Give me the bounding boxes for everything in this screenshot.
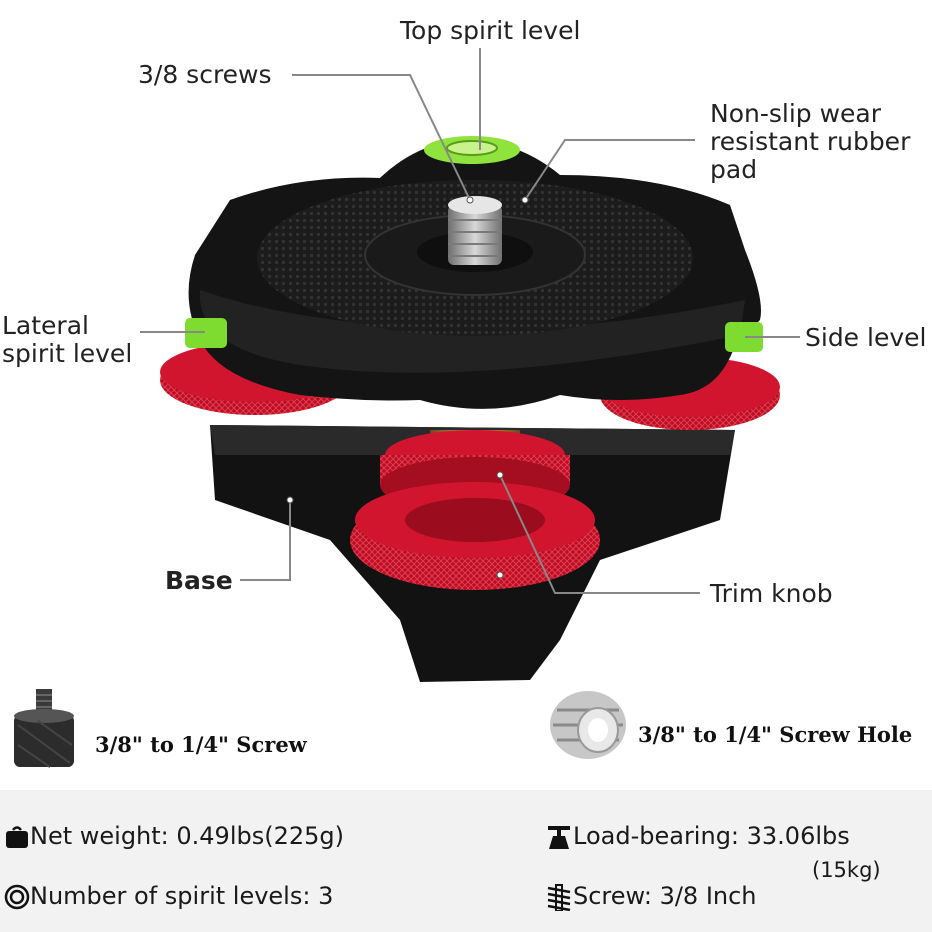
spec-load-bearing: Load-bearing: 33.06lbs — [545, 822, 850, 851]
callout-trim-knob: Trim knob — [710, 579, 833, 608]
top-plate — [188, 140, 762, 409]
callout-rubber-pad: Non-slip wear resistant rubber pad — [710, 99, 911, 184]
callout-base: Base — [165, 566, 233, 595]
screw-thread-icon — [547, 884, 571, 911]
specs-panel: Net weight: 0.49lbs(225g) Load-bearing: … — [0, 790, 932, 932]
load-bearing-icon — [548, 826, 570, 849]
callout-side-level: Side level — [805, 323, 927, 352]
spec-load-bearing-text: Load-bearing: 33.06lbs — [573, 822, 850, 850]
spec-screw-text: Screw: 3/8 Inch — [573, 882, 757, 910]
spec-screw: Screw: 3/8 Inch — [545, 882, 757, 911]
side-level-vial — [725, 322, 763, 352]
spec-spirit-levels: Number of spirit levels: 3 — [4, 882, 333, 910]
lateral-level-vial — [185, 318, 227, 348]
spirit-level-icon — [4, 884, 30, 910]
callout-screws: 3/8 screws — [138, 60, 272, 89]
accessory-label-screw: 3/8" to 1/4" Screw — [95, 732, 307, 757]
accessories-row: 3/8" to 1/4" Screw 3/8" to 1/4" Screw Ho… — [0, 680, 932, 785]
callout-top-spirit-level: Top spirit level — [400, 16, 581, 45]
spec-net-weight-text: Net weight: 0.49lbs(225g) — [30, 822, 345, 850]
front-trim-knob — [350, 430, 600, 590]
leveling-base-illustration — [140, 48, 800, 682]
spec-load-bearing-sub: (15kg) — [812, 858, 881, 882]
center-screw — [448, 196, 502, 265]
leader-lines — [140, 48, 800, 594]
weight-icon — [6, 826, 28, 848]
spec-net-weight: Net weight: 0.49lbs(225g) — [4, 822, 344, 850]
adapter-screw-icon — [14, 689, 74, 768]
spec-spirit-levels-text: Number of spirit levels: 3 — [30, 882, 334, 910]
screw-bushing-icon — [550, 691, 626, 759]
accessory-label-screw-hole: 3/8" to 1/4" Screw Hole — [638, 722, 913, 747]
top-level-vial — [424, 136, 520, 164]
callout-lateral-spirit-level: Lateral spirit level — [2, 311, 133, 368]
